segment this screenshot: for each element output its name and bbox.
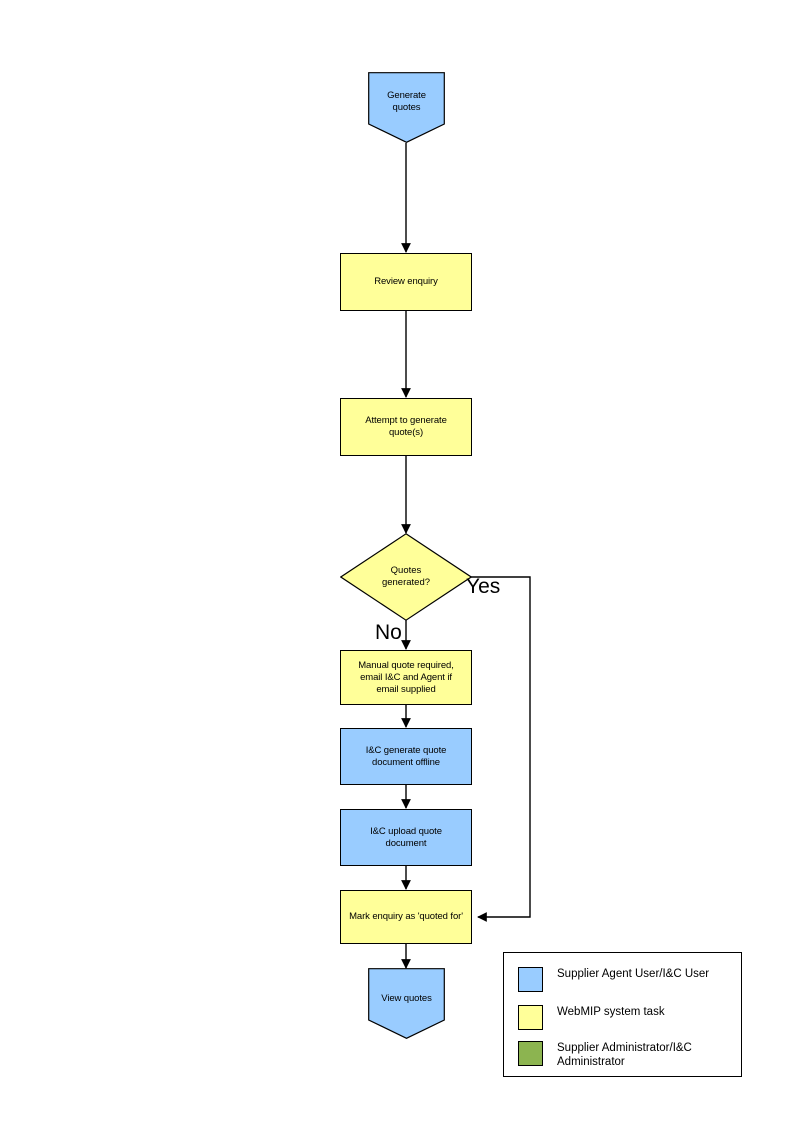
node-label: Review enquiry bbox=[374, 276, 438, 287]
legend-swatch-green bbox=[518, 1041, 543, 1066]
node-mark-enquiry-quoted-for[interactable]: Mark enquiry as 'quoted for' bbox=[340, 890, 472, 944]
legend-label: Supplier Agent User/I&C User bbox=[557, 968, 710, 980]
node-label: I&C upload quote document bbox=[370, 825, 442, 849]
legend-item-system-task: WebMIP system task bbox=[518, 1005, 665, 1030]
legend-item-admin-task: Supplier Administrator/I&C Administrator bbox=[518, 1041, 692, 1069]
node-label: Attempt to generate quote(s) bbox=[365, 415, 447, 438]
legend-swatch-yellow bbox=[518, 1005, 543, 1030]
node-label: Quotes generated? bbox=[381, 565, 431, 588]
legend-label: WebMIP system task bbox=[557, 1006, 665, 1018]
node-ic-generate-quote-offline[interactable]: I&C generate quote document offline bbox=[340, 728, 472, 785]
node-ic-upload-quote-document[interactable]: I&C upload quote document bbox=[340, 809, 472, 866]
legend-label: Supplier Administrator/I&C Administrator bbox=[557, 1042, 692, 1068]
edge-label-no: No bbox=[375, 621, 402, 644]
node-view-quotes[interactable]: View quotes bbox=[368, 968, 445, 1039]
legend: Supplier Agent User/I&C User WebMIP syst… bbox=[503, 952, 742, 1077]
legend-item-user-task: Supplier Agent User/I&C User bbox=[518, 967, 709, 992]
node-generate-quotes[interactable]: Generate quotes bbox=[368, 72, 445, 143]
edge-label-yes: Yes bbox=[466, 575, 501, 598]
node-label: I&C generate quote document offline bbox=[365, 744, 447, 768]
node-label: Manual quote required, email I&C and Age… bbox=[358, 659, 454, 695]
node-attempt-generate-quotes[interactable]: Attempt to generate quote(s) bbox=[340, 398, 472, 456]
node-manual-quote-required[interactable]: Manual quote required, email I&C and Age… bbox=[340, 650, 472, 705]
node-label: Mark enquiry as 'quoted for' bbox=[349, 911, 463, 922]
node-label: Generate quotes bbox=[387, 90, 426, 113]
legend-swatch-blue bbox=[518, 967, 543, 992]
node-quotes-generated-decision[interactable]: Quotes generated? bbox=[340, 533, 472, 621]
node-review-enquiry[interactable]: Review enquiry bbox=[340, 253, 472, 311]
node-label: View quotes bbox=[381, 993, 432, 1004]
